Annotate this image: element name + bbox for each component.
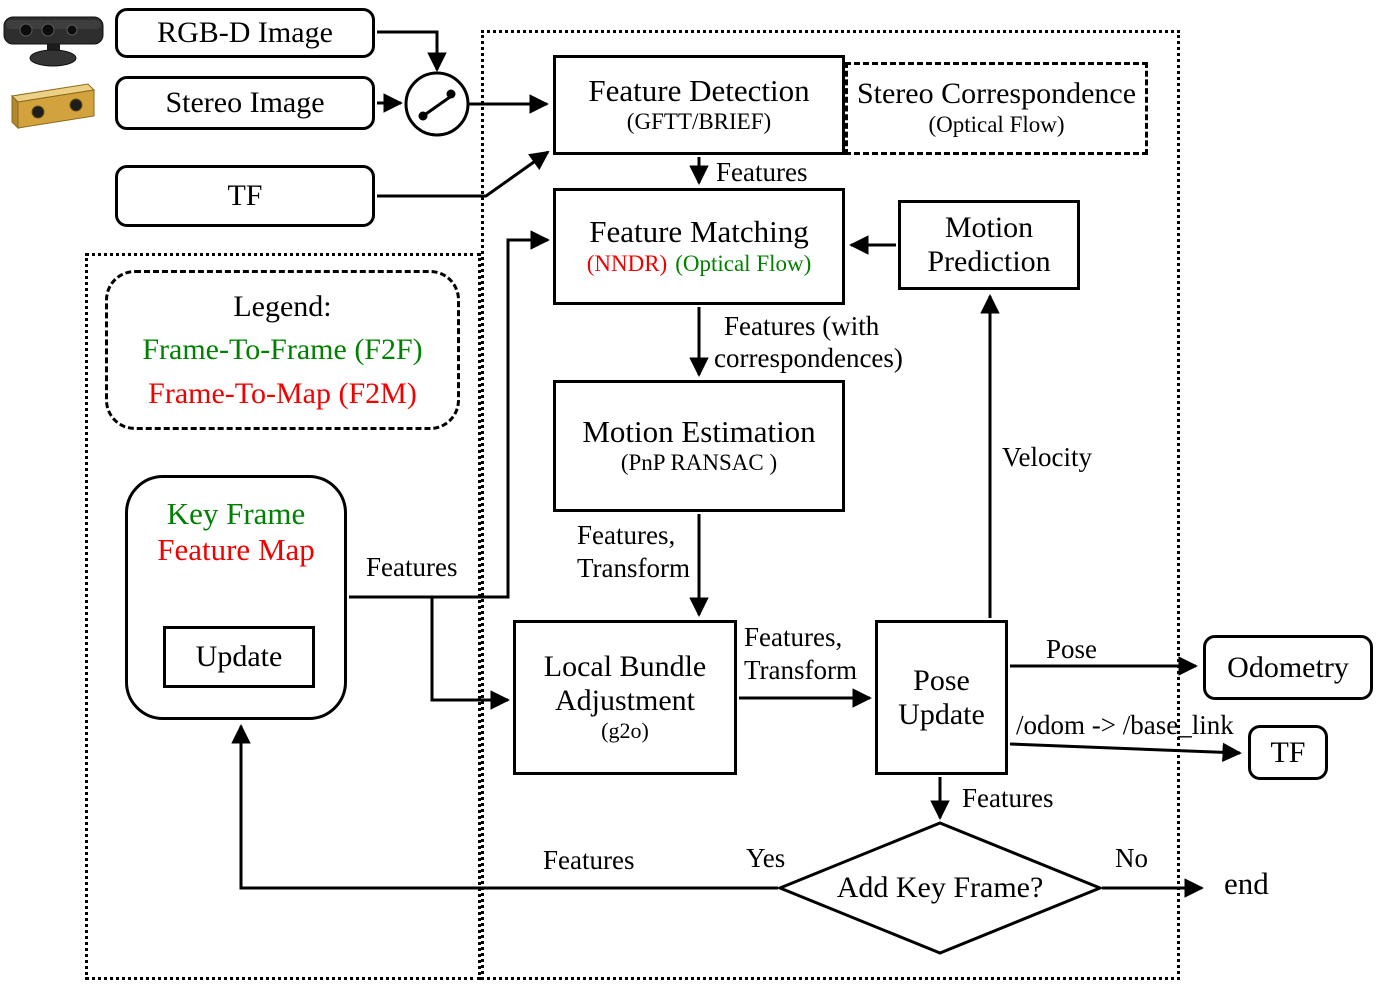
motion-estimation-method: (PnP RANSAC )	[620, 450, 778, 476]
node-odometry: Odometry	[1203, 635, 1373, 700]
edge-label-features-detect: Features	[716, 157, 808, 187]
edge-label-velocity: Velocity	[1002, 442, 1092, 472]
node-tf-input: TF	[115, 165, 375, 227]
node-pose-update: Pose Update	[875, 620, 1008, 775]
edge-pose-to-tf	[1009, 742, 1242, 763]
edge-tf-to-detection	[377, 150, 550, 198]
node-feature-detection: Feature Detection (GFTT/BRIEF)	[553, 55, 845, 155]
node-key-frame-feature-map: Key Frame Feature Map Update	[125, 475, 347, 720]
legend-title: Legend:	[233, 289, 332, 323]
stereo-camera-image	[8, 80, 102, 145]
odometry-node-region-border	[481, 30, 1180, 980]
stereo-correspondence-title: Stereo Correspondence	[856, 77, 1137, 111]
decision-add-key-frame-label: Add Key Frame?	[836, 871, 1044, 904]
node-map-update: Update	[163, 626, 315, 688]
key-frame-map-title-red: Feature Map	[157, 531, 315, 567]
key-frame-map-title-green: Key Frame	[166, 496, 306, 531]
end-label: end	[1224, 866, 1269, 901]
edge-label-features-yes-path: Features	[543, 845, 635, 875]
node-rgbd-image-label: RGB-D Image	[157, 16, 333, 49]
legend-frame-to-frame: Frame-To-Frame (F2F)	[142, 333, 423, 367]
edge-diamond-yes-to-update	[231, 724, 778, 890]
legend-frame-to-map: Frame-To-Map (F2M)	[148, 376, 417, 410]
tf-output-label: TF	[1270, 735, 1306, 769]
node-motion-estimation: Motion Estimation (PnP RANSAC )	[553, 380, 845, 512]
node-tf-input-label: TF	[227, 179, 263, 212]
node-feature-matching: Feature Matching (NNDR) (Optical Flow)	[553, 188, 845, 305]
lba-title: Local Bundle Adjustment	[543, 650, 707, 717]
edge-label-features-transform-1b: Transform	[577, 553, 691, 583]
edge-label-odom-base-link: /odom -> /base_link	[1016, 710, 1234, 740]
lba-method: (g2o)	[601, 718, 649, 744]
edge-label-features-corr-2: correspondences)	[714, 343, 903, 373]
node-local-bundle-adjustment: Local Bundle Adjustment (g2o)	[513, 620, 737, 775]
motion-estimation-title: Motion Estimation	[582, 413, 816, 449]
feature-matching-title: Feature Matching	[589, 214, 809, 250]
key-frame-map-region-border	[85, 253, 481, 980]
feature-detection-method: (GFTT/BRIEF)	[626, 109, 772, 135]
edge-label-features-from-map: Features	[366, 552, 458, 582]
node-motion-prediction: Motion Prediction	[898, 200, 1080, 290]
edge-label-features-transform-1a: Features,	[577, 520, 676, 550]
legend-box: Legend: Frame-To-Frame (F2F) Frame-To-Ma…	[105, 270, 460, 430]
edge-map-to-matching	[349, 230, 550, 599]
edge-label-yes: Yes	[746, 843, 786, 873]
pose-update-title: Pose Update	[898, 663, 985, 731]
node-tf-output: TF	[1248, 725, 1328, 780]
edge-label-features-to-diamond: Features	[962, 783, 1054, 813]
node-stereo-correspondence: Stereo Correspondence (Optical Flow)	[845, 62, 1148, 155]
feature-detection-title: Feature Detection	[588, 72, 810, 108]
node-stereo-image-label: Stereo Image	[165, 86, 325, 119]
edge-label-features-transform-2a: Features,	[744, 622, 843, 652]
motion-prediction-title: Motion Prediction	[927, 211, 1051, 278]
edge-label-pose: Pose	[1046, 634, 1098, 664]
feature-matching-method-f2m: (NNDR)	[586, 250, 668, 276]
stereo-correspondence-method: (Optical Flow)	[928, 111, 1065, 137]
node-rgbd-image: RGB-D Image	[115, 8, 375, 58]
rgbd-camera-image	[0, 12, 108, 75]
map-update-label: Update	[195, 640, 283, 674]
input-switch-icon	[404, 71, 470, 137]
edge-map-to-lba	[430, 597, 510, 710]
odometry-label: Odometry	[1227, 650, 1349, 684]
edge-label-features-corr-1: Features (with	[724, 311, 880, 341]
edge-label-no: No	[1115, 843, 1148, 873]
feature-matching-method-f2f: (Optical Flow)	[675, 250, 812, 276]
node-stereo-image: Stereo Image	[115, 76, 375, 130]
edge-rgbd-to-switch	[377, 30, 447, 72]
decision-diamond-shape	[776, 821, 1104, 955]
edge-label-features-transform-2b: Transform	[744, 655, 858, 685]
